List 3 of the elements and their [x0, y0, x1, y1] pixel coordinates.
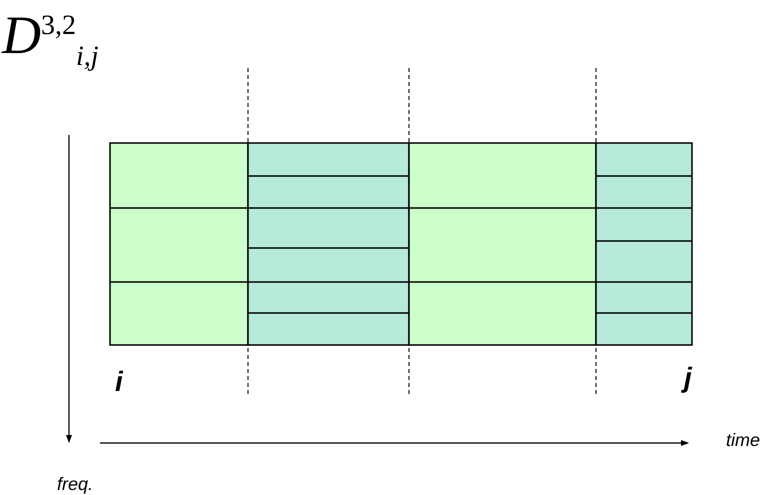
axis-label: time [726, 431, 760, 449]
axis-label: freq. [57, 475, 94, 493]
start-index-label: i [115, 368, 123, 396]
